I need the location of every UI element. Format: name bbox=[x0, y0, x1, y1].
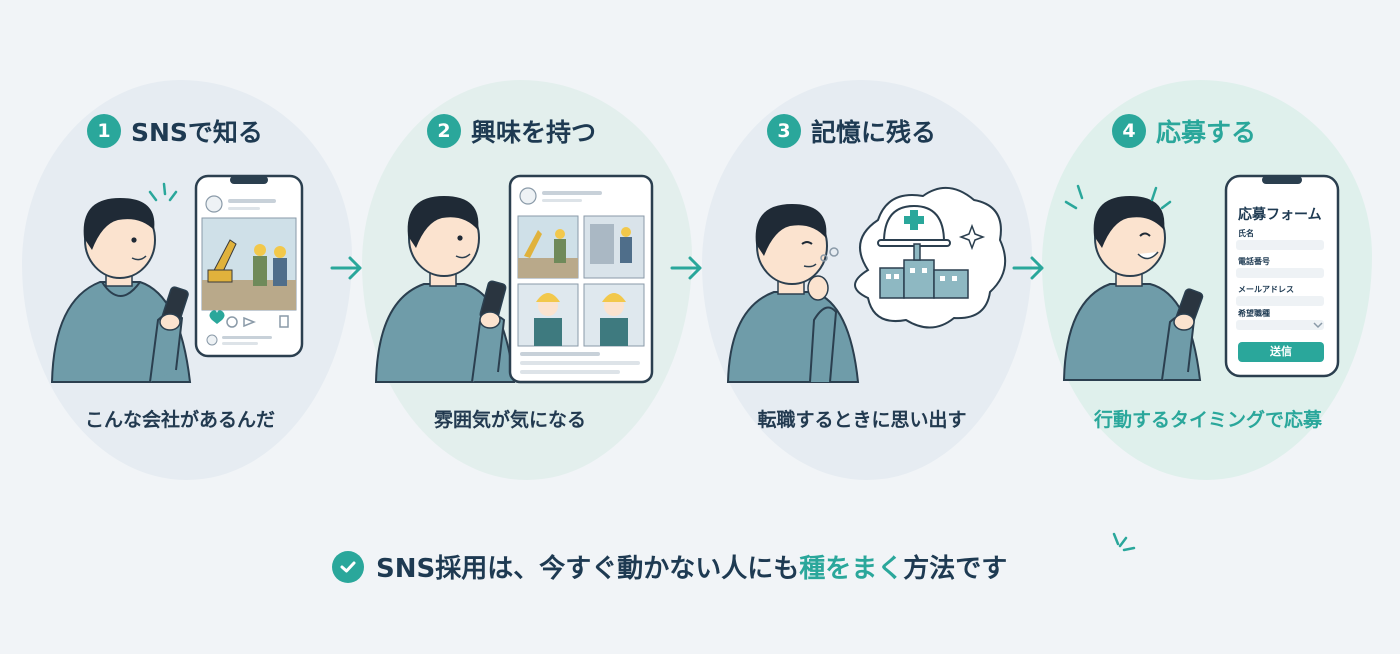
step-3-title-text: 記憶に残る bbox=[811, 118, 937, 147]
step-4-number: 4 bbox=[1112, 114, 1146, 148]
step-4-illustration bbox=[1062, 174, 1340, 381]
step-4-title-text: 応募する bbox=[1156, 118, 1257, 147]
step-4-title: 4 応募する bbox=[1112, 113, 1256, 149]
form-title: 応募フォーム bbox=[1238, 207, 1322, 223]
arrow-right-icon bbox=[1012, 256, 1044, 280]
step-2-title-text: 興味を持つ bbox=[471, 118, 597, 147]
step-3-number: 3 bbox=[767, 114, 801, 148]
bottom-message: SNS採用は、今すぐ動かない人にも種をまく方法です bbox=[332, 548, 1007, 585]
step-1-illustration bbox=[50, 174, 304, 383]
step-2-illustration bbox=[374, 174, 654, 384]
step-1-caption: こんな会社があるんだ bbox=[84, 409, 275, 431]
helmet-icon bbox=[877, 204, 951, 247]
step-2-caption: 雰囲気が気になる bbox=[433, 409, 586, 431]
step-3-caption: 転職するときに思い出す bbox=[757, 409, 967, 431]
step-2-title: 2 興味を持つ bbox=[427, 113, 596, 149]
factory-icon bbox=[879, 243, 969, 299]
step-1-number: 1 bbox=[87, 114, 121, 148]
emphasis-lines-icon bbox=[1112, 532, 1136, 552]
step-3-illustration bbox=[726, 187, 1007, 383]
form-field-name-label: 氏名 bbox=[1238, 229, 1254, 238]
bottom-text-after: 方法です bbox=[903, 554, 1008, 584]
form-field-phone-label: 電話番号 bbox=[1238, 257, 1270, 266]
step-3-title: 3 記憶に残る bbox=[767, 113, 936, 149]
bottom-text-before: SNS採用は、今すぐ動かない人にも bbox=[376, 554, 800, 584]
step-2-number: 2 bbox=[427, 114, 461, 148]
form-field-job-label: 希望職種 bbox=[1238, 309, 1270, 318]
check-icon bbox=[332, 550, 364, 583]
form-submit-button[interactable]: 送信 bbox=[1270, 345, 1292, 358]
form-field-email-label: メールアドレス bbox=[1238, 285, 1294, 294]
step-1-title-text: SNSで知る bbox=[131, 118, 263, 147]
arrow-right-icon bbox=[670, 256, 702, 280]
send-icon bbox=[243, 316, 257, 328]
step-1-title: 1 SNSで知る bbox=[87, 113, 263, 149]
bookmark-icon bbox=[279, 315, 289, 328]
step-4-caption: 行動するタイミングで応募 bbox=[1093, 409, 1322, 431]
bottom-highlight: 種をまく bbox=[799, 554, 904, 584]
arrow-right-icon bbox=[330, 256, 362, 280]
application-form: 応募フォーム 氏名 電話番号 メールアドレス 希望職種 送信 bbox=[1226, 176, 1338, 376]
sparkle-icon bbox=[958, 223, 986, 251]
heart-icon bbox=[209, 310, 225, 324]
bottom-message-text: SNS採用は、今すぐ動かない人にも種をまく方法です bbox=[376, 548, 1007, 585]
comment-icon bbox=[226, 316, 238, 328]
